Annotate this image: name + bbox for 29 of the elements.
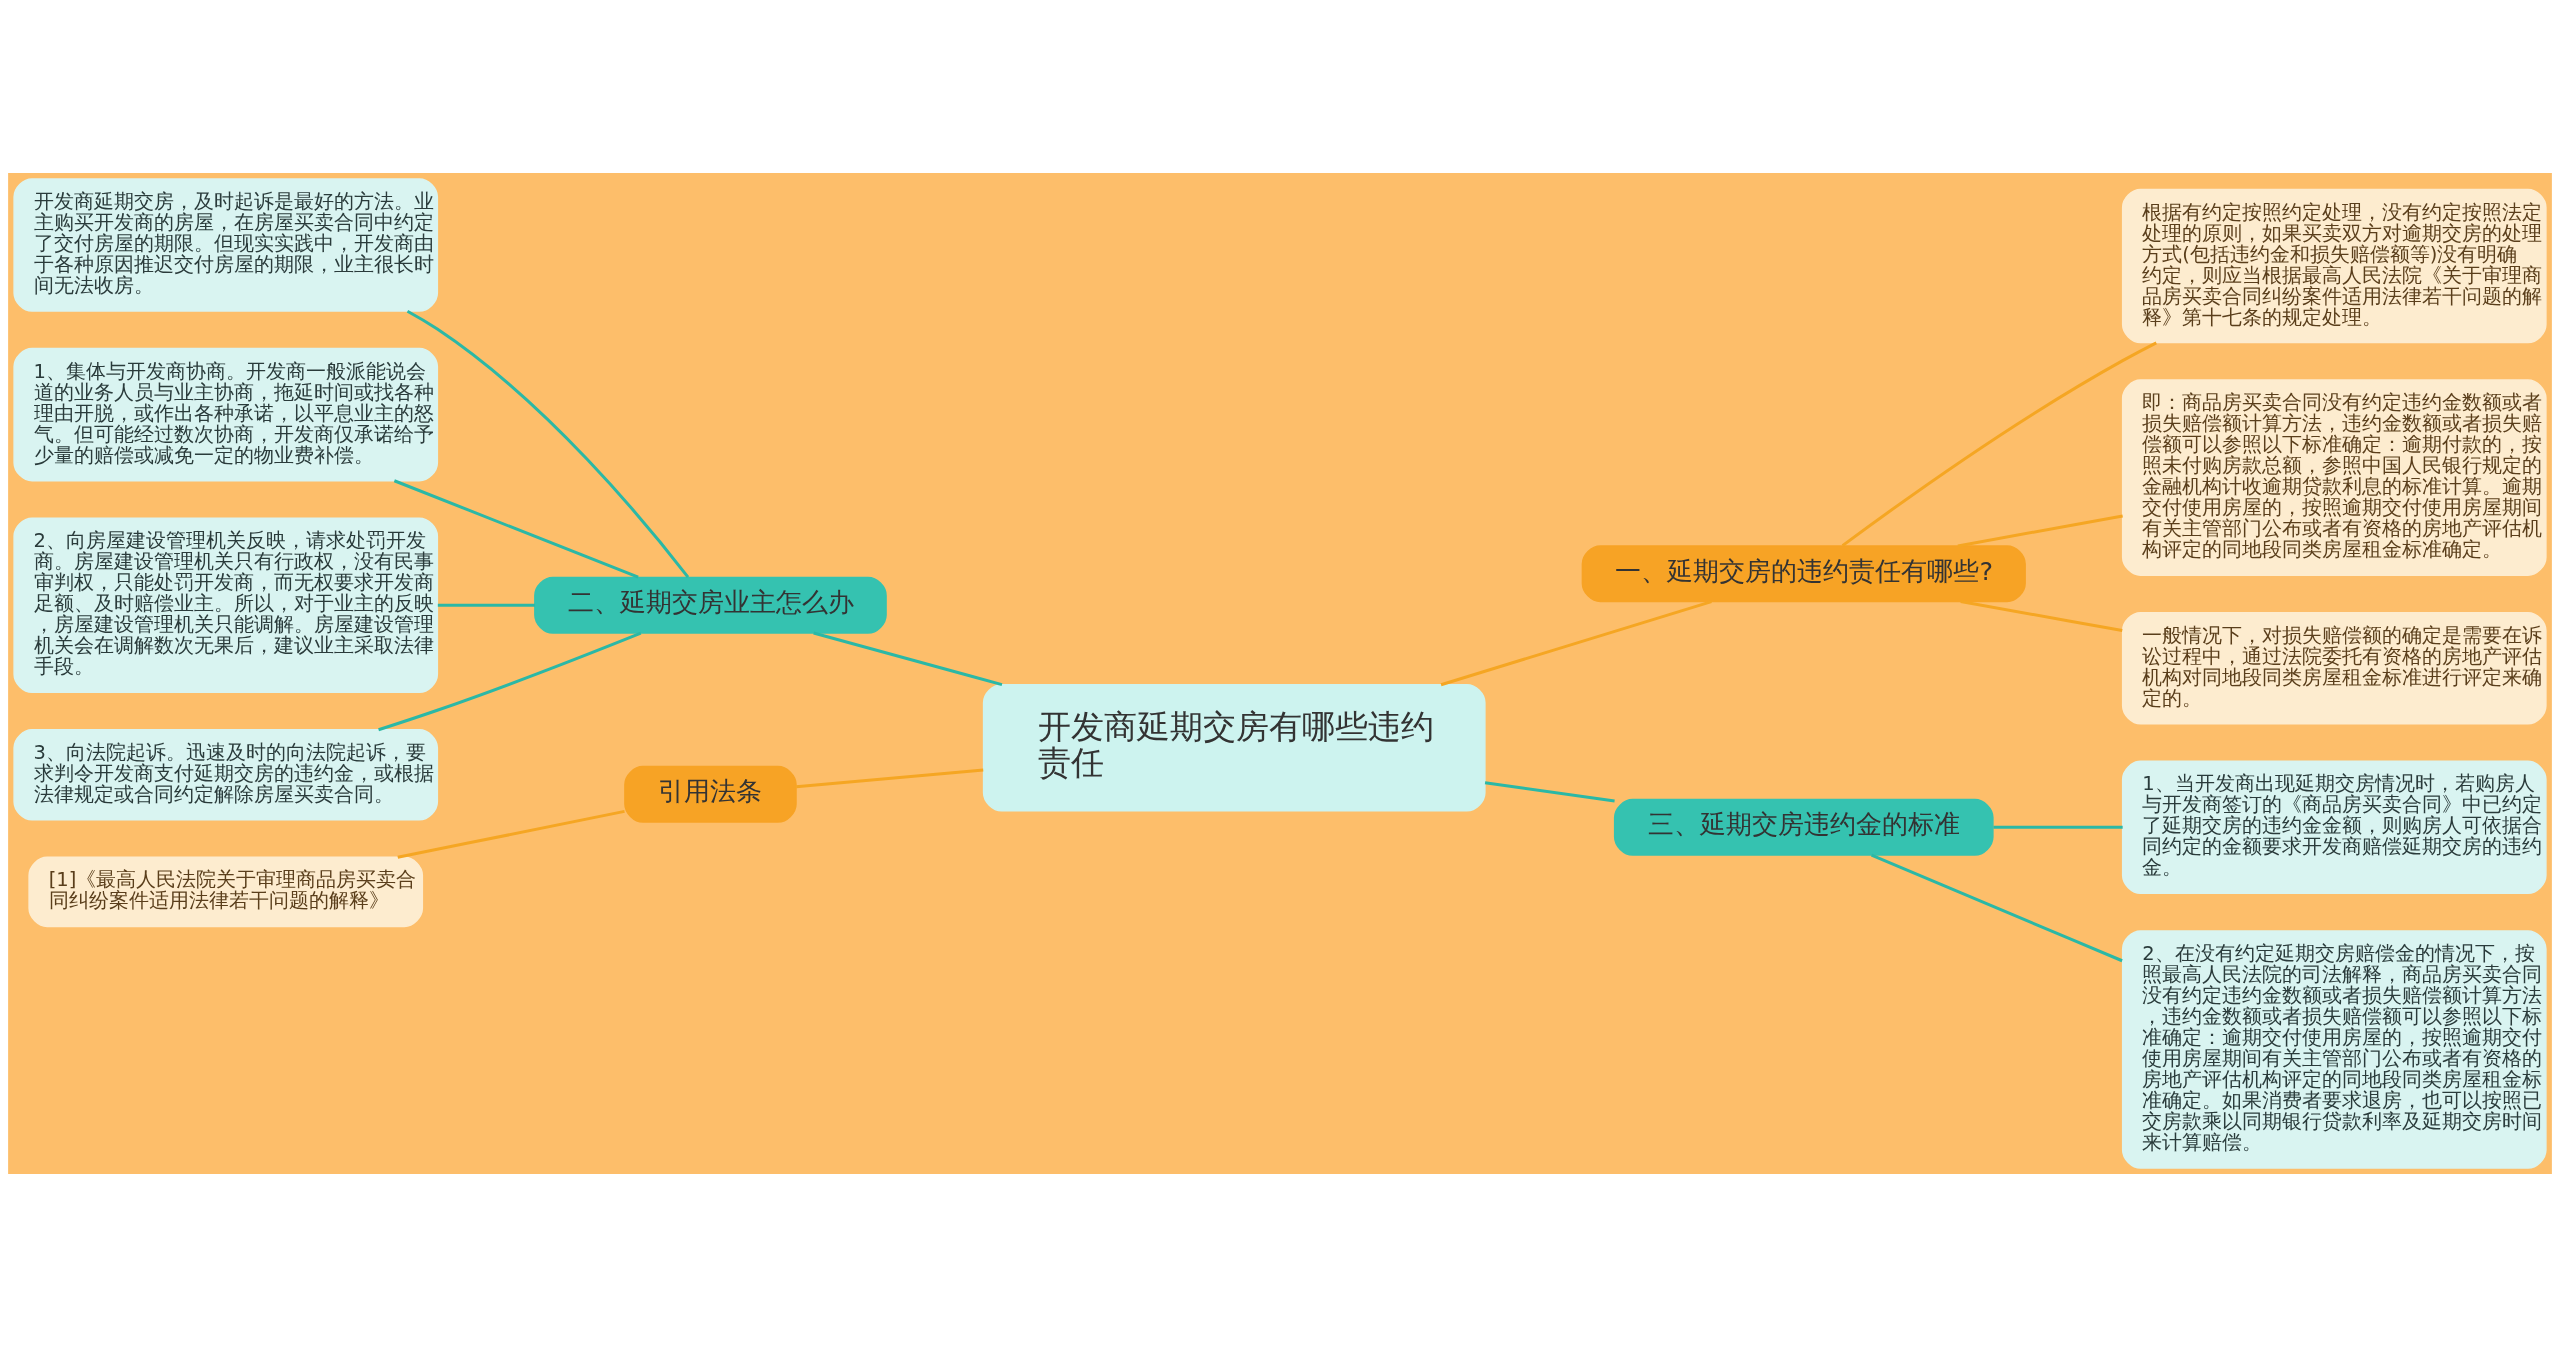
connector	[378, 631, 642, 731]
connector	[1440, 599, 1712, 686]
node-box: 1、当开发商出现延期交房情况时，若购房人与开发商签订的《商品房买卖合同》中已约定了延期交房的违约金金额，则购房人可依据合同约定的金额要求开发商赔偿延期交房的违约金。	[2121, 760, 2547, 894]
node-box: 一、延期交房的违约责任有哪些?	[1581, 544, 2026, 602]
node-box: 开发商延期交房有哪些违约责任	[982, 683, 1486, 812]
node-box: 开发商延期交房，及时起诉是最好的方法。业主购买开发商的房屋，在房屋买卖合同中约定了交付房屋的期限。但现实实践中，开发商由于各种原因推迟交付房屋的期限，业主很长时间无法收房。	[13, 177, 439, 312]
connector	[406, 309, 690, 578]
node-box: [1]《最高人民法院关于审理商品房买卖合同纠纷案件适用法律若干问题的解释》	[28, 856, 424, 927]
connector	[397, 809, 625, 859]
connector	[1484, 780, 1615, 802]
node-box: 根据有约定按照约定处理，没有约定按照法定处理的原则，如果买卖双方对逾期交房的处理方式(包括违约金和损失赔偿额等)没有明确约定，则应当根据最高人民法院《关于审理商品房买卖合同纠纷案件适用法律若干问题的解释》第十七条的规定处理。	[2121, 188, 2547, 343]
connector	[1960, 599, 2123, 632]
node-box: 1、集体与开发商协商。开发商一般派能说会道的业务人员与业主协商，拖延时间或找各种理由开脱，或作出各种承诺，以平息业主的怒气。但可能经过数次协商，开发商仅承诺给予少量的赔偿或减免一定的物业费补偿。	[13, 347, 439, 481]
node-box: 3、向法院起诉。迅速及时的向法院起诉，要求判令开发商支付延期交房的违约金，或根据法律规定或合同约定解除房屋买卖合同。	[13, 728, 439, 821]
node-box: 2、向房屋建设管理机关反映，请求处罚开发商。房屋建设管理机关只有行政权，没有民事审判权，只能处罚开发商，而无权要求开发商足额、及时赔偿业主。所以，对于业主的反映，房屋建设管理机关只能调解。房屋建设管理机关会在调解数次无果后，建议业主采取法律手段。	[13, 516, 439, 693]
node-box: 即：商品房买卖合同没有约定违约金数额或者损失赔偿额计算方法，违约金数额或者损失赔偿额可以参照以下标准确定：逾期付款的，按照未付购房款总额，参照中国人民银行规定的金融机构计收逾期贷款利息的标准计算。逾期交付使用房屋的，按照逾期交付使用房屋期间有关主管部门公布或者有资格的房地产评估机构评定的同地段同类房屋租金标准确定。	[2121, 378, 2547, 576]
connector	[1957, 513, 2123, 547]
connector	[813, 631, 1003, 686]
connector	[796, 768, 984, 788]
connector	[1870, 853, 2123, 962]
node-box: 三、延期交房违约金的标准	[1613, 798, 1994, 856]
node-box: 引用法条	[624, 765, 797, 823]
connector	[1841, 340, 2157, 547]
node-box: 二、延期交房业主怎么办	[534, 576, 887, 634]
connector	[1993, 825, 2123, 829]
connector	[393, 478, 639, 579]
connector	[437, 603, 535, 607]
node-box: 2、在没有约定延期交房赔偿金的情况下，按照最高人民法院的司法解释，商品房买卖合同没有约定违约金数额或者损失赔偿额计算方法，违约金数额或者损失赔偿额可以参照以下标准确定：逾期交付使用房屋的，按照逾期交付使用房屋期间有关主管部门公布或者有资格的房地产评估机构评定的同地段同类房屋租金标准确定。如果消费者要求退房，也可以按照已交房款乘以同期银行贷款利率及延期交房时间来计算赔偿。	[2121, 929, 2547, 1169]
node-box: 一般情况下，对损失赔偿额的确定是需要在诉讼过程中，通过法院委托有资格的房地产评估机构对同地段同类房屋租金标准进行评定来确定的。	[2121, 611, 2547, 725]
